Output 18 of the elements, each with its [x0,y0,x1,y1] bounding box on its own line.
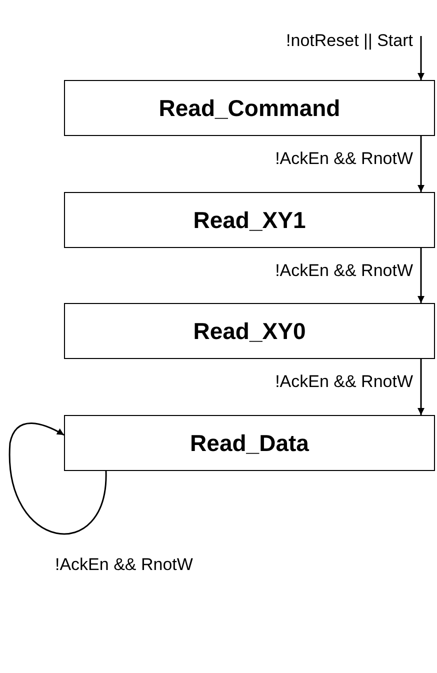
edge-label: !AckEn && RnotW [275,262,413,279]
state-box [64,303,435,359]
arrow [418,248,424,303]
edge-label: !AckEn && RnotW [275,150,413,167]
state-box [64,415,435,471]
state-name: Read_XY1 [193,206,306,234]
arrow [418,136,424,192]
state-name: Read_Data [190,430,309,456]
edge-label: !AckEn && RnotW [275,373,413,390]
edge-label: !notReset || Start [286,32,413,49]
state-name: Read_XY0 [193,318,306,344]
state-box [64,80,435,136]
arrow [418,359,424,415]
state-name: Read_Command [158,94,340,122]
state-box [64,192,435,248]
arrow [9,422,107,534]
arrow [418,36,424,80]
edge-label: !AckEn && RnotW [55,556,193,573]
